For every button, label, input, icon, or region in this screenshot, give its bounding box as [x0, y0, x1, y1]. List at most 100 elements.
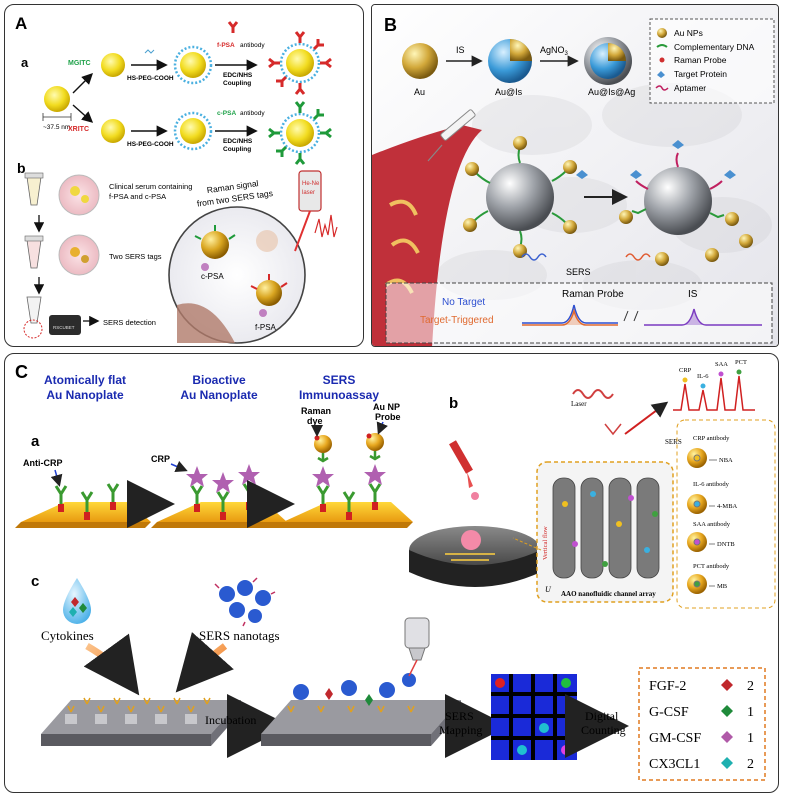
spectrum-box — [385, 282, 773, 344]
au-np-probe-label-2: Probe — [375, 412, 401, 422]
edc-label-top-1: EDC/NHS — [223, 72, 253, 79]
au-np-probes — [314, 433, 384, 463]
he-ne-laser-icon: He-Ne laser — [294, 170, 322, 252]
fpsa-antibody-label-suffix: antibody — [240, 42, 265, 49]
raman-spectrometer-icon: RSCUBET — [49, 315, 81, 335]
count-name-1: G-CSF — [649, 705, 689, 720]
c-psa-sandwich — [194, 225, 236, 271]
particle-size-label: ~37.5 nm — [43, 124, 70, 131]
raman-tagged-particle-2 — [101, 119, 125, 143]
au-nanoplate-1 — [15, 502, 151, 528]
peak-crp-label: CRP — [679, 367, 692, 374]
legend-raman-probe: Raman Probe — [674, 55, 727, 65]
sers-map-grid — [491, 674, 577, 760]
sensor-particle-after — [619, 140, 753, 266]
anti-crp-label: Anti-CRP — [23, 458, 63, 468]
sers-label: SERS — [566, 267, 591, 277]
step2-title-2: Au Nanoplate — [180, 388, 258, 402]
c-psa-label: c-PSA — [201, 272, 224, 281]
step2-title-1: Bioactive — [192, 373, 246, 387]
u-label: U — [545, 585, 552, 594]
4mba-label: 4-MBA — [717, 503, 738, 510]
count-value-2: 1 — [747, 731, 754, 746]
incubation-label: Incubation — [205, 713, 256, 727]
count-value-0: 2 — [747, 679, 754, 694]
serum-sample-zoom — [58, 174, 100, 216]
count-name-3: CX3CL1 — [649, 757, 700, 772]
syringe-icon — [427, 109, 476, 162]
mgitc-label: MGITC — [68, 60, 91, 67]
pct-antibody-label: PCT antibody — [693, 563, 730, 570]
count-name-0: FGF-2 — [649, 679, 686, 694]
cytokine-flow-arrow — [83, 633, 140, 696]
panel-a: A a b ~37.5 nm MGITC XRITC HS-PEG-COOH f… — [4, 4, 364, 347]
digital-counting-label-2: Counting — [581, 723, 626, 737]
cpsa-antibody-label-prefix: c-PSA — [217, 110, 236, 117]
legend-target-protein: Target Protein — [674, 69, 727, 79]
sers-detection-label: SERS detection — [103, 318, 156, 327]
serum-tube-icon — [24, 172, 44, 206]
sers-nanotags-label: SERS nanotags — [199, 628, 280, 643]
scattered-light-wave-icon — [625, 253, 651, 261]
incubation-tube-icon — [24, 235, 44, 269]
target-triggered-label: Target-Triggered — [420, 315, 494, 326]
peg-coated-particle-2 — [173, 111, 213, 151]
is-spectrum — [644, 308, 762, 326]
digital-counting-label-1: Digital — [585, 709, 619, 723]
au-is-particle — [488, 39, 532, 83]
au-label: Au — [414, 87, 425, 97]
peak-pct-label: PCT — [735, 359, 747, 366]
au-is-label: Au@Is — [495, 87, 523, 97]
dntb-label: DNTB — [717, 541, 735, 548]
peak-il6-label: IL-6 — [697, 373, 709, 380]
agno3-label: AgNO3 — [540, 45, 569, 57]
sers-mapping-label-1: SERS — [445, 709, 474, 723]
panel-a-sub-b: b — [17, 160, 26, 176]
aao-label: AAO nanofluidic channel array — [561, 590, 656, 598]
au-core-particle — [402, 43, 438, 79]
cpsa-antibody-label-suffix: antibody — [240, 110, 265, 117]
no-target-spectrum — [522, 304, 618, 324]
nba-label: NBA — [719, 457, 733, 464]
xritc-label: XRITC — [68, 126, 89, 133]
sensor-particle-before — [463, 136, 577, 258]
panel-c: C a b c Atomically flat Au Nanoplate Bio… — [4, 353, 779, 793]
step1-title-2: Au Nanoplate — [46, 388, 124, 402]
fpsa-antibody-label-prefix: f-PSA — [217, 42, 235, 49]
captured-substrate — [261, 673, 461, 746]
au-nanoplate-3 — [277, 502, 413, 528]
dna-legend-icon — [656, 44, 668, 48]
is-peak-label: IS — [688, 289, 698, 300]
panel-c-sub-a: a — [31, 433, 40, 450]
panel-a-sub-a: a — [21, 55, 29, 70]
step3-title-1: SERS — [323, 373, 356, 387]
count-value-3: 2 — [747, 757, 754, 772]
panel-c-sub-c: c — [31, 573, 39, 590]
sers-b-label: SERS — [665, 438, 682, 446]
clinical-serum-label-2: f-PSA and c-PSA — [109, 192, 166, 201]
crp-antibody-label: CRP antibody — [693, 435, 730, 442]
svg-text:laser: laser — [302, 190, 315, 196]
edc-label-bottom-1: EDC/NHS — [223, 138, 253, 145]
cytokines-droplet — [63, 578, 91, 624]
raman-probe-legend-icon — [659, 57, 665, 63]
panel-b-letter: B — [384, 15, 397, 35]
cytokine-marker-icon — [721, 679, 733, 691]
pipette-icon — [449, 440, 479, 500]
crp-proteins — [186, 464, 260, 493]
sers-nanotags-cluster — [214, 577, 276, 627]
au-is-ag-particle — [584, 37, 632, 85]
panel-b-figure: B Au IS Au@Is AgNO3 Au@Is@Ag Au NPs Comp… — [372, 5, 778, 346]
legend-aptamer: Aptamer — [674, 83, 706, 93]
f-psa-sandwich — [250, 274, 288, 317]
panel-c-figure: C a b c Atomically flat Au Nanoplate Bio… — [15, 359, 776, 781]
objective-lens-icon — [404, 617, 430, 677]
antibody-icon — [227, 21, 239, 33]
panel-a-figure: A a b ~37.5 nm MGITC XRITC HS-PEG-COOH f… — [15, 14, 338, 344]
laser-beam-icon — [572, 389, 614, 399]
peg-coated-particle — [173, 45, 213, 85]
sers-mapping-label-2: Mapping — [439, 723, 482, 737]
microfluidic-chip — [409, 526, 541, 587]
panel-c-letter: C — [15, 362, 28, 382]
edc-label-top-2: Coupling — [223, 80, 251, 87]
